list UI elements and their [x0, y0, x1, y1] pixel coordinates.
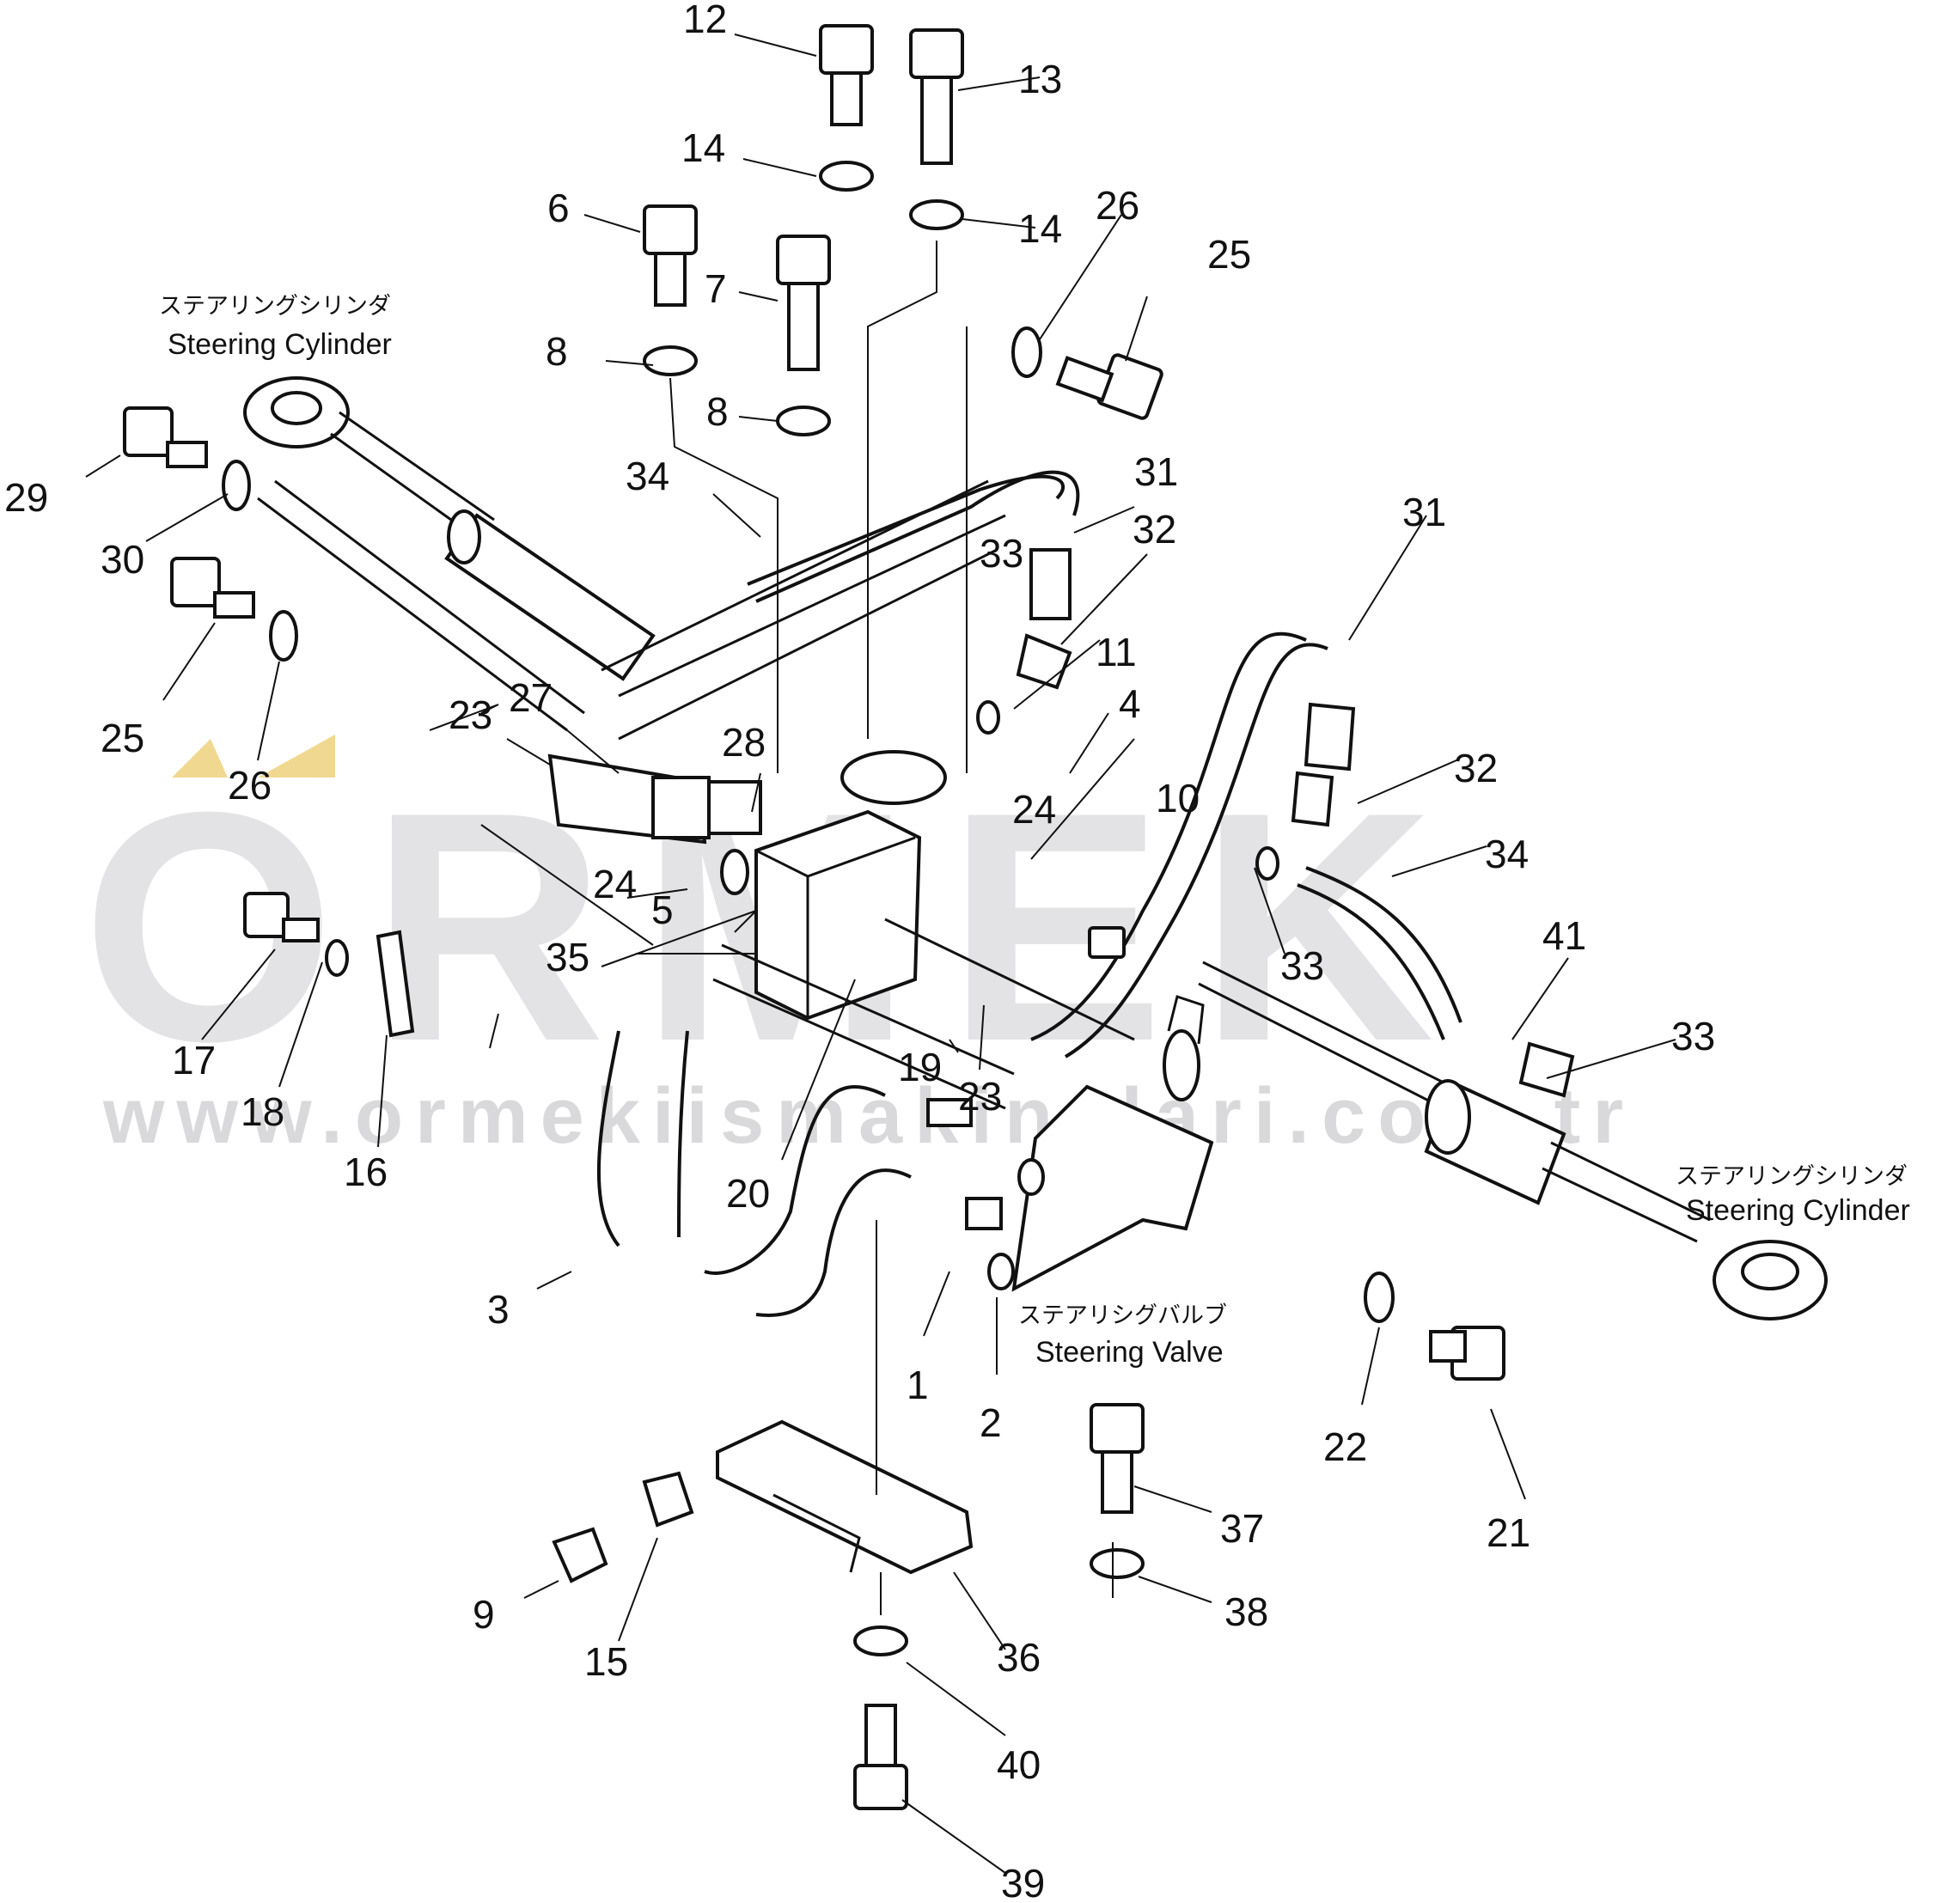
callout: 18 [241, 1089, 284, 1134]
callout: 34 [1485, 832, 1529, 876]
callout: 33 [1671, 1014, 1715, 1058]
callout: 30 [101, 537, 144, 582]
hoses [596, 470, 1462, 1317]
callout: 16 [344, 1150, 388, 1194]
callout: 12 [683, 0, 727, 41]
callout: 1 [907, 1363, 929, 1407]
callout: 4 [1119, 681, 1141, 726]
callout: 24 [593, 862, 637, 906]
callout: 41 [1542, 913, 1586, 958]
caption-valve-en: Steering Valve [1035, 1336, 1224, 1369]
caption-steering-valve: ステアリシグバルブ Steering Valve [1018, 1302, 1227, 1369]
callout: 11 [1096, 630, 1137, 674]
callout: 32 [1454, 746, 1498, 790]
callout: 26 [1096, 183, 1139, 228]
callout: 33 [980, 531, 1023, 576]
callout: 22 [1323, 1424, 1367, 1469]
valve-block [547, 479, 1135, 1110]
caption-cylinder-left-jp: ステアリングシリンダ [159, 293, 391, 320]
callout: 33 [1280, 943, 1324, 988]
steering-cylinder-right [1198, 961, 1828, 1321]
fasteners [123, 24, 1575, 1810]
callout: 40 [997, 1742, 1041, 1787]
callout: 10 [1156, 776, 1200, 820]
watermark-accent [172, 739, 228, 778]
callout: 13 [1018, 57, 1062, 101]
watermark-url: www.ormekiismakinalari.com.tr [102, 1072, 1635, 1160]
callout: 35 [546, 935, 589, 979]
steering-cylinder-left [243, 376, 656, 732]
callout: 21 [1487, 1510, 1530, 1555]
caption-valve-jp: ステアリシグバルブ [1018, 1302, 1227, 1329]
steering-valve [1011, 995, 1214, 1292]
callout: 6 [547, 186, 570, 230]
callout: 9 [473, 1592, 495, 1637]
callout: 14 [681, 125, 725, 170]
callouts: 12 13 14 14 6 7 26 25 8 8 29 30 34 31 31… [4, 0, 1715, 1903]
watermark-accent [258, 735, 335, 778]
callout: 37 [1220, 1506, 1264, 1551]
callout: 5 [651, 887, 674, 932]
callout: 20 [726, 1171, 770, 1216]
callout: 8 [706, 389, 729, 434]
callout: 19 [898, 1045, 942, 1089]
callout: 28 [722, 720, 766, 765]
callout: 31 [1402, 490, 1446, 534]
leader-lines [85, 34, 1676, 1874]
callout: 15 [584, 1639, 628, 1684]
callout: 23 [958, 1074, 1002, 1119]
callout: 7 [705, 266, 727, 311]
callout: 23 [449, 692, 492, 737]
callout: 34 [626, 454, 669, 498]
callout: 29 [4, 475, 48, 520]
callout: 25 [1207, 232, 1251, 277]
callout: 26 [228, 763, 272, 808]
caption-cylinder-right-en: Steering Cylinder [1686, 1194, 1910, 1227]
caption-cylinder-left-en: Steering Cylinder [168, 328, 392, 361]
caption-cylinder-right-jp: ステアリングシリンダ [1676, 1163, 1908, 1190]
callout: 27 [509, 675, 553, 720]
callout: 25 [101, 716, 144, 760]
callout: 17 [172, 1038, 216, 1083]
callout: 39 [1001, 1861, 1045, 1903]
callout: 38 [1224, 1589, 1268, 1634]
callout: 2 [980, 1400, 1002, 1445]
callout: 36 [997, 1635, 1041, 1680]
callout: 8 [546, 329, 568, 374]
callout: 31 [1134, 449, 1178, 494]
callout: 14 [1018, 206, 1062, 251]
bracket [716, 1419, 974, 1575]
callout: 3 [487, 1287, 510, 1332]
callout: 24 [1012, 787, 1056, 832]
caption-cylinder-right: ステアリングシリンダ Steering Cylinder [1676, 1163, 1910, 1227]
caption-cylinder-left: ステアリングシリンダ Steering Cylinder [159, 293, 392, 361]
callout: 32 [1133, 507, 1176, 552]
